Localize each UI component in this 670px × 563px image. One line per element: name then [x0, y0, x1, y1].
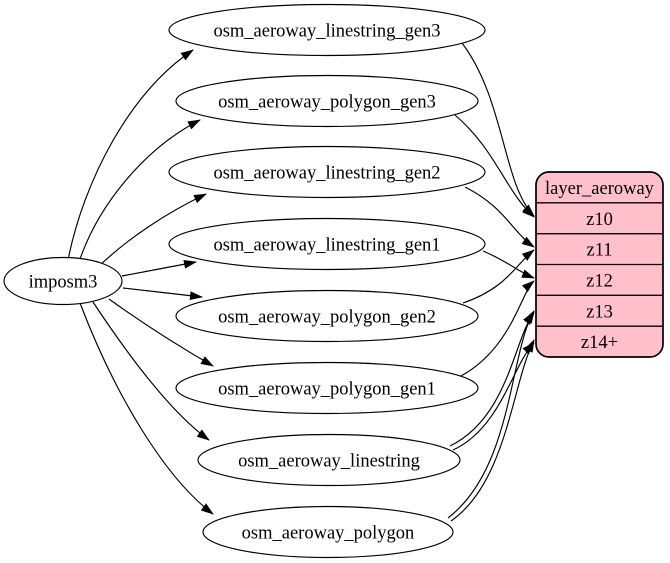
edge-imposm3-osm_aeroway_polygon_gen3	[78, 119, 201, 263]
node-osm_aeroway_polygon_gen2: osm_aeroway_polygon_gen2	[175, 289, 479, 343]
layer-row-z14: z14+	[581, 333, 618, 353]
node-osm_aeroway_linestring: osm_aeroway_linestring	[197, 433, 461, 487]
edges-to-layer	[447, 42, 535, 522]
node-layer_aeroway: layer_aeroway z10 z11 z12 z13 z14+	[535, 171, 664, 358]
edge-imposm3-osm_aeroway_linestring_gen2	[96, 193, 207, 269]
edge-imposm3-osm_aeroway_polygon	[79, 302, 214, 515]
table-label: osm_aeroway_polygon_gen2	[218, 308, 436, 328]
table-label: osm_aeroway_polygon_gen1	[218, 380, 436, 400]
table-label: osm_aeroway_polygon	[242, 524, 415, 544]
layer-row-z11: z11	[586, 241, 612, 261]
table-ellipse	[168, 217, 486, 271]
layer-row-z10: z10	[586, 210, 613, 230]
node-osm_aeroway_linestring_gen2: osm_aeroway_linestring_gen2	[168, 145, 486, 199]
edges-from-source	[67, 49, 214, 515]
table-ellipse	[175, 289, 479, 343]
node-osm_aeroway_polygon_gen1: osm_aeroway_polygon_gen1	[175, 361, 479, 415]
table-ellipse	[197, 433, 461, 487]
node-imposm3: imposm3	[3, 256, 123, 306]
layer-row-z12: z12	[586, 271, 613, 291]
table-label: osm_aeroway_linestring_gen1	[213, 236, 440, 256]
table-ellipse	[175, 361, 479, 415]
table-ellipse	[175, 74, 479, 128]
node-osm_aeroway_polygon: osm_aeroway_polygon	[202, 505, 454, 559]
imposm3-ellipse	[3, 256, 123, 306]
layer-row-z13: z13	[586, 302, 613, 322]
table-label: osm_aeroway_linestring	[238, 452, 420, 472]
edge-osm_aeroway_polygon_gen2-z11	[462, 249, 535, 304]
edge-osm_aeroway_polygon-z13	[447, 310, 535, 519]
table-ellipse	[202, 505, 454, 559]
node-osm_aeroway_linestring_gen3: osm_aeroway_linestring_gen3	[168, 3, 486, 57]
edge-osm_aeroway_polygon-z14	[450, 339, 535, 522]
node-osm_aeroway_linestring_gen1: osm_aeroway_linestring_gen1	[168, 217, 486, 271]
edge-osm_aeroway_polygon_gen1-z12	[460, 280, 535, 377]
edge-imposm3-osm_aeroway_linestring_gen1	[121, 259, 197, 277]
table-label: osm_aeroway_linestring_gen2	[213, 164, 440, 184]
edge-imposm3-osm_aeroway_polygon_gen2	[122, 287, 203, 301]
table-ellipse	[168, 145, 486, 199]
edge-imposm3-osm_aeroway_linestring	[92, 301, 210, 441]
edge-osm_aeroway_polygon_gen3-z10	[454, 114, 535, 218]
edge-imposm3-osm_aeroway_linestring_gen3	[67, 49, 194, 261]
edge-imposm3-osm_aeroway_polygon_gen1	[108, 298, 214, 367]
table-ellipse	[168, 3, 486, 57]
table-label: osm_aeroway_polygon_gen3	[218, 93, 436, 113]
layer-title: layer_aeroway	[545, 179, 655, 199]
node-osm_aeroway_polygon_gen3: osm_aeroway_polygon_gen3	[175, 74, 479, 128]
edge-osm_aeroway_linestring_gen3-z10	[461, 42, 535, 217]
imposm3-label: imposm3	[29, 273, 98, 293]
table-label: osm_aeroway_linestring_gen3	[213, 22, 440, 42]
edge-osm_aeroway_linestring_gen1-z12	[482, 250, 535, 279]
edge-osm_aeroway_linestring_gen2-z11	[464, 186, 535, 248]
